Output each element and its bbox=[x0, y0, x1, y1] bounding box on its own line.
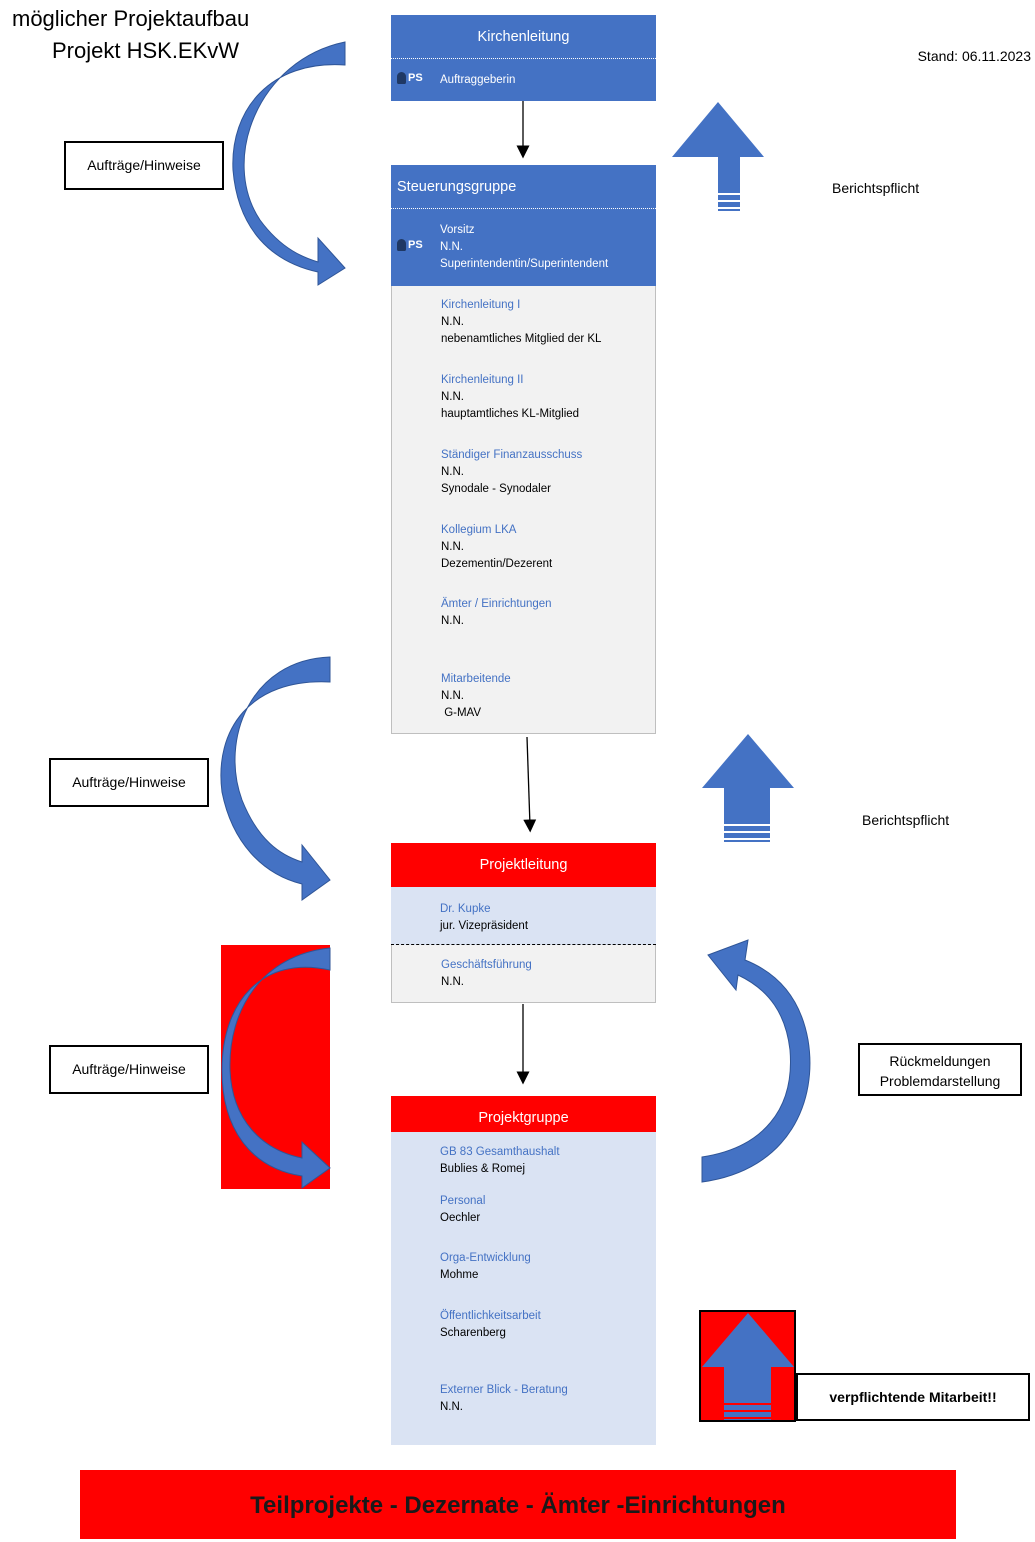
key-person-icon: PS bbox=[397, 239, 423, 252]
steuerungsgruppe-chair: PS Vorsitz N.N. Superintendentin/Superin… bbox=[391, 209, 656, 286]
auftraege-label-1: Aufträge/Hinweise bbox=[64, 141, 224, 190]
verpflichtende-mitarbeit-label: verpflichtende Mitarbeit!! bbox=[796, 1373, 1030, 1421]
rueckmeldungen-label: Rückmeldungen Problemdarstellung bbox=[858, 1043, 1022, 1096]
member-entry: Ständiger Finanzausschuss N.N. Synodale … bbox=[441, 449, 583, 495]
member-entry: Personal Oechler bbox=[440, 1195, 486, 1224]
lead-role: Dr. Kupke bbox=[440, 903, 491, 915]
member-entry: Mitarbeitende N.N. G-MAV bbox=[441, 673, 511, 719]
member-entry: GB 83 Gesamthaushalt Bublies & Romej bbox=[440, 1146, 560, 1175]
kirchenleitung-title: Kirchenleitung bbox=[477, 29, 570, 45]
chair-role: Vorsitz bbox=[440, 224, 475, 236]
curved-arrow-3 bbox=[221, 947, 331, 1189]
auftraege-label-2: Aufträge/Hinweise bbox=[49, 758, 209, 807]
lead-desc: jur. Vizepräsident bbox=[440, 920, 529, 932]
curved-arrow-1 bbox=[232, 41, 346, 286]
office-role: Geschäftsführung bbox=[441, 959, 532, 971]
auftraege-label-3: Aufträge/Hinweise bbox=[49, 1045, 209, 1094]
steuerungsgruppe-title: Steuerungsgruppe bbox=[397, 179, 517, 195]
projektgruppe-title: Projektgruppe bbox=[478, 1110, 569, 1126]
kirchenleitung-role: Auftraggeberin bbox=[440, 74, 516, 86]
stand-date: Stand: 06.11.2023 bbox=[917, 48, 1031, 64]
member-entry: Öffentlichkeitsarbeit Scharenberg bbox=[440, 1310, 541, 1339]
kirchenleitung-body: PS Auftraggeberin bbox=[391, 59, 656, 101]
office-name: N.N. bbox=[441, 976, 464, 988]
member-entry: Kollegium LKA N.N. Dezementin/Dezerent bbox=[441, 524, 553, 570]
key-person-icon: PS bbox=[397, 72, 423, 85]
chair-desc: Superintendentin/Superintendent bbox=[440, 258, 609, 270]
member-entry: Ämter / Einrichtungen N.N. bbox=[441, 598, 552, 627]
member-entry: Kirchenleitung II N.N. hauptamtliches KL… bbox=[441, 374, 580, 420]
teilprojekte-bar: Teilprojekte - Dezernate - Ämter -Einric… bbox=[80, 1470, 956, 1539]
up-arrow-2 bbox=[702, 734, 794, 842]
curved-arrow-4 bbox=[701, 939, 811, 1183]
projektleitung-office: Geschäftsführung N.N. bbox=[391, 945, 656, 1003]
member-entry: Kirchenleitung I N.N. nebenamtliches Mit… bbox=[441, 299, 602, 345]
projektgruppe-members: GB 83 Gesamthaushalt Bublies & Romej Per… bbox=[391, 1132, 656, 1445]
diagram-title-line1: möglicher Projektaufbau bbox=[12, 6, 250, 31]
projektgruppe-header: Projektgruppe bbox=[391, 1096, 656, 1132]
member-entry: Orga-Entwicklung Mohme bbox=[440, 1252, 531, 1281]
steuerungsgruppe-header: Steuerungsgruppe bbox=[391, 165, 656, 209]
up-arrow-red-frame bbox=[699, 1310, 796, 1422]
berichtspflicht-label-1: Berichtspflicht bbox=[832, 180, 920, 196]
curved-arrow-2 bbox=[220, 656, 331, 901]
kirchenleitung-header: Kirchenleitung bbox=[391, 15, 656, 59]
diagram-title-line2: Projekt HSK.EKvW bbox=[52, 38, 240, 63]
berichtspflicht-label-2: Berichtspflicht bbox=[862, 812, 950, 828]
up-arrow-1 bbox=[672, 102, 764, 211]
projektleitung-lead: Dr. Kupke jur. Vizepräsident bbox=[391, 887, 656, 945]
projektleitung-title: Projektleitung bbox=[479, 857, 568, 873]
projektleitung-header: Projektleitung bbox=[391, 843, 656, 887]
steuerungsgruppe-members: Kirchenleitung I N.N. nebenamtliches Mit… bbox=[391, 286, 656, 734]
chair-name: N.N. bbox=[440, 241, 463, 253]
connector-steuerung-to-projektleitung bbox=[523, 736, 537, 833]
member-entry: Externer Blick - Beratung N.N. bbox=[440, 1384, 568, 1413]
